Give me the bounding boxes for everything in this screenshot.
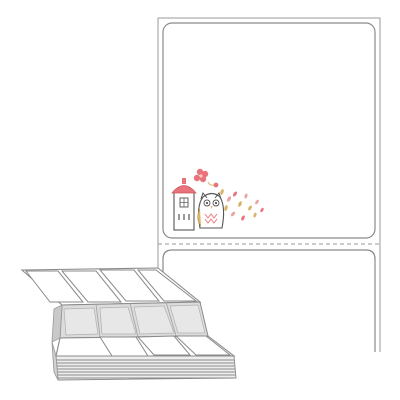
- fanfold-label: [136, 269, 198, 302]
- flower-icon: [193, 168, 219, 188]
- fanfold-label: [60, 270, 123, 303]
- liner-outline: [158, 17, 381, 352]
- fanfold-label: [98, 269, 161, 302]
- fanfold-bottom-panel: [55, 335, 236, 357]
- label-top: [162, 22, 376, 239]
- label-artwork: [171, 168, 264, 231]
- owl-icon: [197, 191, 225, 229]
- fanfold-label: [136, 335, 192, 356]
- fanfold-stack-layers: [51, 341, 237, 381]
- fanfold-stack: [20, 267, 237, 381]
- tower-house-icon: [171, 178, 197, 231]
- fanfold-label: [174, 335, 232, 356]
- fanfold-fold-panel: [51, 301, 209, 343]
- label-bottom: [162, 249, 376, 352]
- fanfold-top-panel: [20, 267, 202, 306]
- fanfold-label: [24, 270, 85, 303]
- fanfold-label: [99, 336, 149, 357]
- falling-petals-icon: [220, 189, 264, 221]
